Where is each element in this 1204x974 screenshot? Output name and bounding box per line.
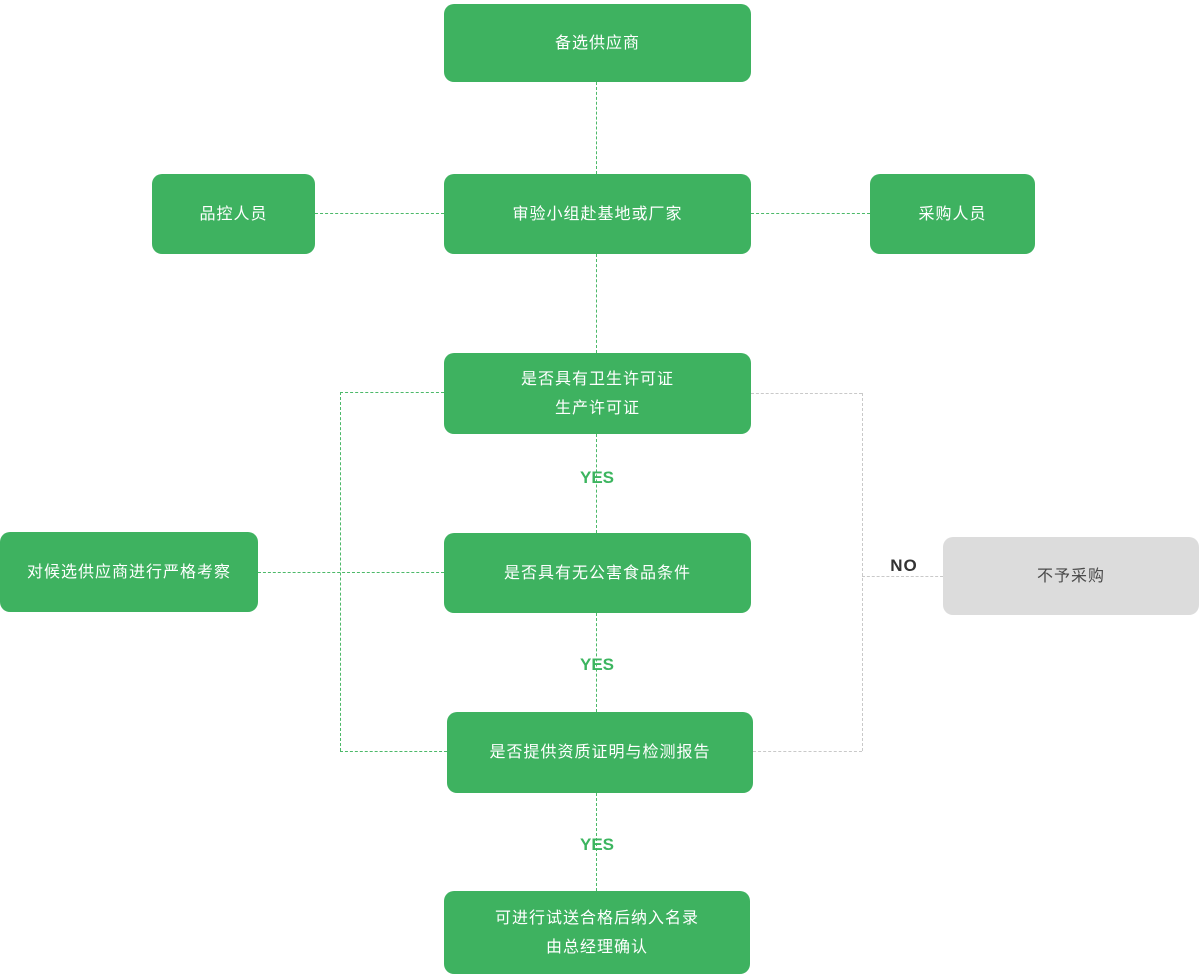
no-label: NO <box>890 556 918 575</box>
bracket-left-vertical <box>340 392 341 751</box>
node-candidate-supplier-label: 备选供应商 <box>554 34 640 52</box>
node-no-purchase-label: 不予采购 <box>1036 567 1105 585</box>
bracket-left-top <box>340 392 444 393</box>
node-candidate-supplier: 备选供应商 <box>444 4 751 82</box>
node-decision-pollution-free: 是否具有无公害食品条件 <box>444 533 751 613</box>
node-decision-license: 是否具有卫生许可证 生产许可证 <box>444 353 751 434</box>
connector-pollution-to-certificates <box>596 613 597 712</box>
connector-qc-to-team <box>315 213 444 214</box>
node-decision-certificates: 是否提供资质证明与检测报告 <box>447 712 753 793</box>
node-qc-staff-label: 品控人员 <box>199 205 268 223</box>
bracket-right-top <box>751 393 862 394</box>
connector-team-to-purchasing <box>751 213 870 214</box>
node-final-confirm-line2: 由总经理确认 <box>545 938 648 956</box>
yes-label-2: YES <box>579 655 615 674</box>
node-inspection-team: 审验小组赴基地或厂家 <box>444 174 751 254</box>
node-final-confirm-line1: 可进行试送合格后纳入名录 <box>494 909 699 927</box>
bracket-right-vertical <box>862 393 863 751</box>
connector-no-to-reject <box>862 576 943 577</box>
node-decision-pollution-free-label: 是否具有无公害食品条件 <box>503 564 691 582</box>
yes-label-3: YES <box>579 835 615 854</box>
yes-label-1: YES <box>579 468 615 487</box>
node-strict-review-label: 对候选供应商进行严格考察 <box>26 563 231 581</box>
node-decision-license-line2: 生产许可证 <box>554 399 640 417</box>
connector-license-to-pollution <box>596 434 597 533</box>
node-decision-license-line1: 是否具有卫生许可证 <box>520 370 674 388</box>
node-decision-certificates-label: 是否提供资质证明与检测报告 <box>489 744 711 761</box>
node-purchasing-staff-label: 采购人员 <box>918 205 987 223</box>
connector-team-to-license <box>596 254 597 353</box>
bracket-left-bottom <box>340 751 447 752</box>
connector-top-to-team <box>596 82 597 174</box>
node-strict-review: 对候选供应商进行严格考察 <box>0 532 258 612</box>
bracket-right-bottom <box>753 751 862 752</box>
node-purchasing-staff: 采购人员 <box>870 174 1035 254</box>
node-no-purchase: 不予采购 <box>943 537 1199 615</box>
connector-review-to-pollution <box>258 572 444 573</box>
node-final-confirm: 可进行试送合格后纳入名录 由总经理确认 <box>444 891 750 974</box>
connector-certificates-to-final <box>596 793 597 891</box>
node-inspection-team-label: 审验小组赴基地或厂家 <box>512 205 683 223</box>
node-qc-staff: 品控人员 <box>152 174 315 254</box>
